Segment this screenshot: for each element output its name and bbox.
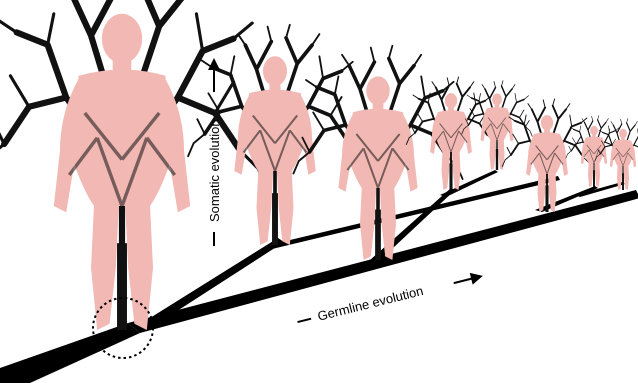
somatic-evolution-label: Somatic evolution: [207, 119, 222, 222]
organism-3: [293, 46, 462, 260]
germline-arrow-head: [470, 270, 485, 285]
germline-dash: [298, 319, 312, 322]
branch-to-organism-7: [575, 182, 625, 197]
somatic-axis: Somatic evolution: [207, 58, 222, 246]
organism-5: [462, 81, 533, 170]
organism-1: [0, 0, 268, 330]
germline-arrow-shaft: [454, 278, 473, 283]
germline-trunk: [0, 323, 140, 383]
somatic-arrow-head: [208, 58, 220, 70]
germline-evolution-label: Germline evolution: [316, 283, 425, 324]
